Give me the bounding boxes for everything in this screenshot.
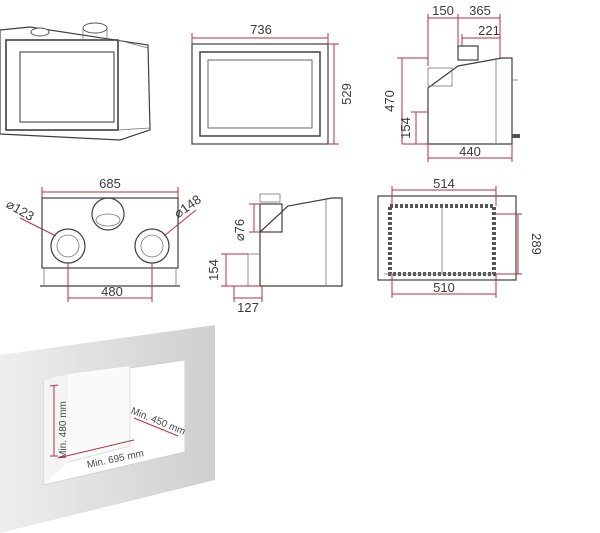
top-dim-514: 514 xyxy=(433,176,455,191)
side-dim-440: 440 xyxy=(459,144,481,159)
niche-illustration: Min. 480 mm Min. 450 mm Min. 695 mm xyxy=(0,325,215,533)
rear-view: 685 ⌀123 ⌀148 480 xyxy=(4,176,204,302)
side-dim-365: 365 xyxy=(469,3,491,18)
side-view-small: ⌀76 154 127 xyxy=(206,193,343,315)
top-dim-510: 510 xyxy=(433,280,455,295)
rear-dim-480: 480 xyxy=(101,284,123,299)
side-view-top: 150 365 221 470 154 440 xyxy=(382,3,520,162)
front-width-label: 736 xyxy=(250,22,272,37)
front-height-label: 529 xyxy=(339,83,354,105)
small-dim-154: 154 xyxy=(206,259,221,281)
side-dim-150: 150 xyxy=(432,3,454,18)
top-dim-289: 289 xyxy=(529,233,544,255)
side-dim-154: 154 xyxy=(398,117,413,139)
side-dim-221: 221 xyxy=(478,23,500,38)
rear-dim-d123: ⌀123 xyxy=(4,196,37,224)
small-dim-d76: ⌀76 xyxy=(232,219,247,241)
front-view: 736 529 xyxy=(191,22,354,145)
small-dim-127: 127 xyxy=(237,300,259,315)
side-dim-470: 470 xyxy=(382,90,397,112)
niche-height-label: Min. 480 mm xyxy=(58,401,69,459)
top-section-view: 514 289 510 xyxy=(377,176,544,298)
perspective-view xyxy=(0,22,151,141)
rear-dim-685: 685 xyxy=(99,176,121,191)
